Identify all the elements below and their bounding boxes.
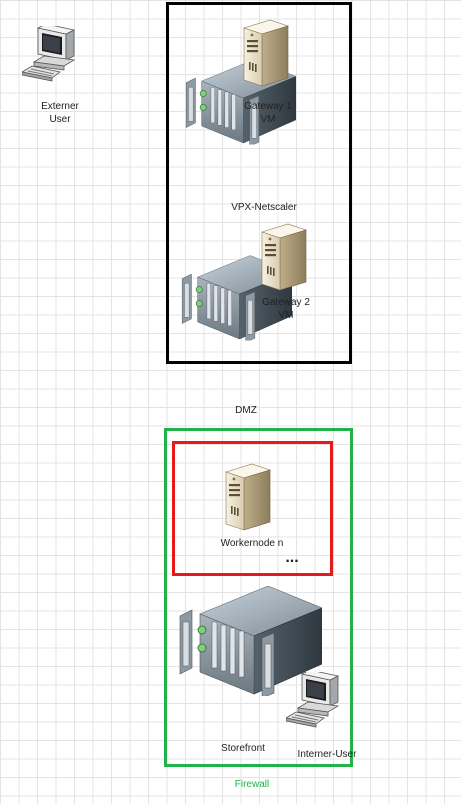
computer-icon: [286, 672, 346, 734]
computer-icon: [22, 26, 82, 88]
label-ellipsis: ...: [285, 549, 299, 566]
tower-server-icon: [222, 462, 274, 532]
label-gateway-2: Gateway 2 VM: [262, 297, 310, 321]
tower-server-icon: [240, 18, 292, 88]
dmz-vpx-container: [166, 2, 352, 364]
label-firewall: Firewall: [234, 779, 270, 790]
label-vpx-netscaler: VPX-Netscaler: [231, 202, 297, 213]
label-storefront: Storefront: [221, 743, 265, 754]
label-dmz: DMZ: [235, 405, 257, 416]
workernode-container: [172, 441, 333, 576]
label-gateway-1: Gateway 1 VM: [244, 101, 292, 125]
firewall-container: [164, 428, 353, 767]
tower-server-icon: [258, 222, 310, 292]
label-interner-user: Interner-User: [297, 749, 357, 760]
label-externer-user: Externer User: [41, 101, 79, 125]
label-workernode: Workernode n: [220, 538, 284, 549]
